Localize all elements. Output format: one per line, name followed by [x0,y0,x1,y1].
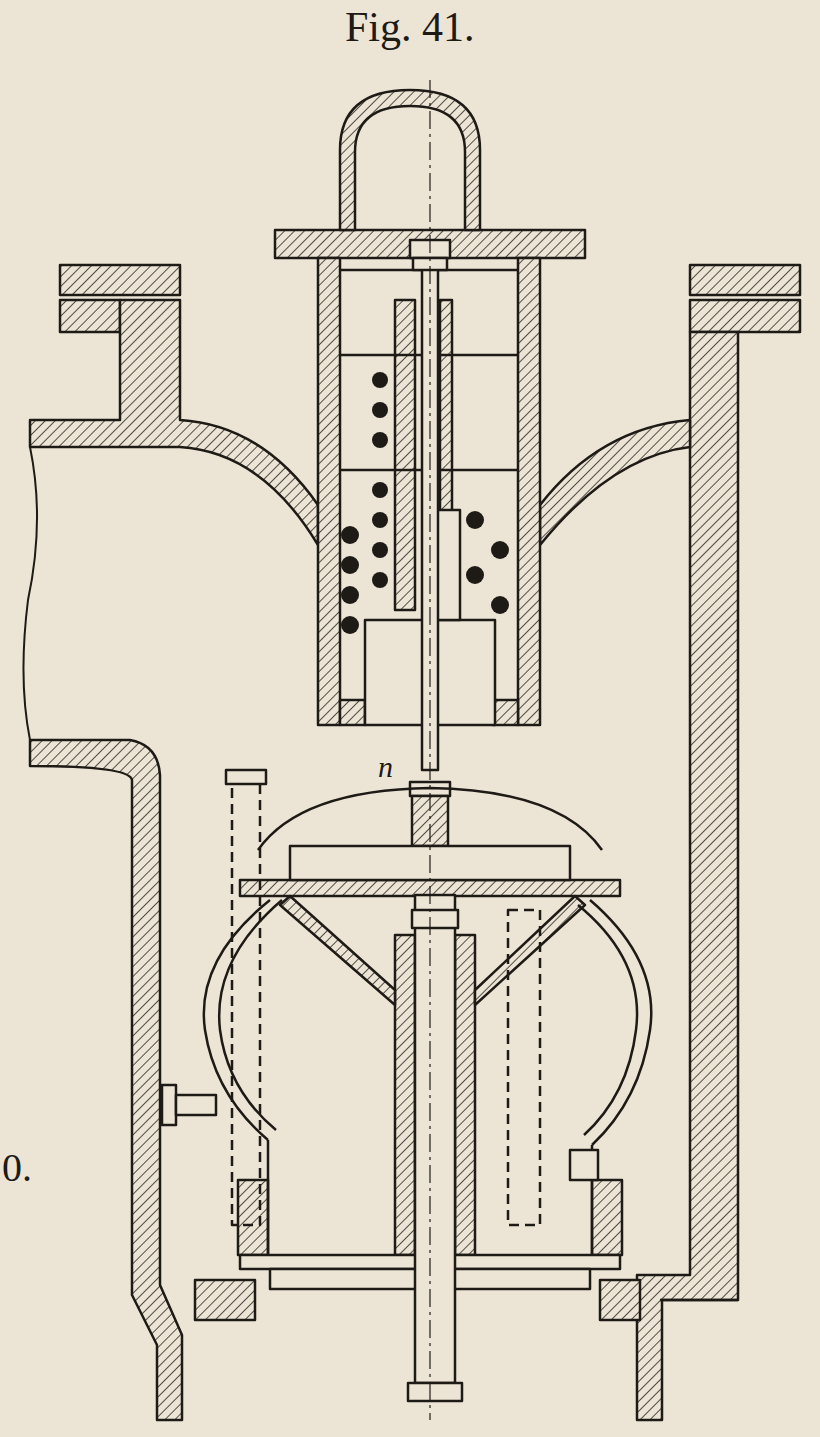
cylinder-wall [518,258,540,725]
housing-wall [30,740,182,1420]
seat-ring [600,1280,640,1320]
cage-rib [475,896,585,1005]
flange [690,265,800,295]
guide-tube [455,935,475,1255]
seat-ring [238,1180,268,1255]
page-fragment: 0. [2,1148,32,1188]
seat-ring [195,1280,255,1320]
dome-cap [340,90,480,230]
figure-title: Fig. 41. [345,6,475,48]
cylinder-wall [493,700,518,725]
cage-rib [280,896,395,1005]
cylinder-wall [340,700,365,725]
guide-tube [395,935,415,1255]
housing-wall [637,332,738,1420]
flange [60,265,180,295]
flange [690,300,800,332]
part-letter: n [378,752,393,782]
flange [60,300,120,332]
spring-coils [341,372,509,634]
spring-tube [395,300,415,610]
seat-ring [592,1180,622,1255]
housing-wall [30,300,318,545]
housing-wall [540,420,690,545]
cylinder-wall [318,258,340,725]
